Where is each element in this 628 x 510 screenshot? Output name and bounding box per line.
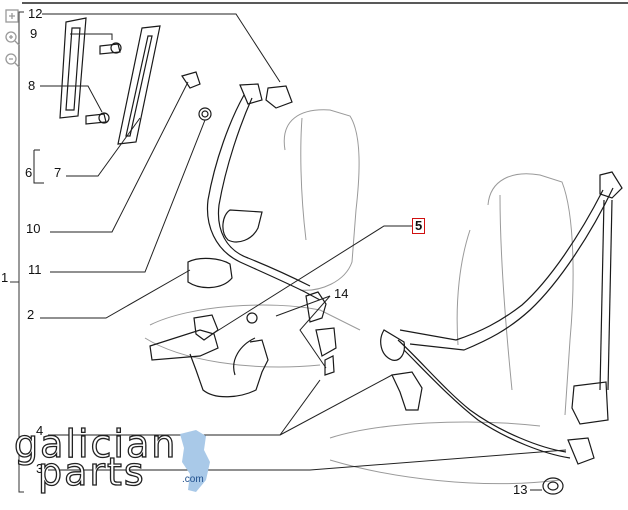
- callout-14[interactable]: 14: [334, 286, 349, 301]
- callout-2[interactable]: 2: [27, 307, 35, 322]
- logo-domain: .com: [182, 474, 204, 485]
- front-seat-outline: [329, 173, 574, 485]
- callout-8[interactable]: 8: [28, 78, 36, 93]
- zoom-out-icon[interactable]: [4, 52, 20, 68]
- galicia-map-shape: [180, 430, 210, 492]
- frame-icon[interactable]: [4, 8, 20, 24]
- callout-1[interactable]: 1: [1, 270, 9, 285]
- callout-11[interactable]: 11: [28, 262, 42, 277]
- callout-5[interactable]: 5: [412, 218, 426, 234]
- rear-seatbelt: [149, 83, 337, 398]
- rear-seat-outline: [144, 109, 361, 368]
- callout-6[interactable]: 6: [25, 165, 33, 180]
- galicianparts-logo: galician parts .com: [10, 421, 215, 498]
- zoom-in-icon[interactable]: [4, 30, 20, 46]
- callout-9[interactable]: 9: [30, 26, 38, 41]
- callout-3[interactable]: 3: [36, 461, 44, 476]
- callout-7[interactable]: 7: [54, 165, 62, 180]
- logo-word-galician: galician: [13, 421, 178, 466]
- anchor-rail-parts: [59, 17, 258, 324]
- front-seatbelt: [380, 171, 623, 495]
- callout-13[interactable]: 13: [513, 482, 528, 497]
- callout-10[interactable]: 10: [26, 221, 41, 236]
- logo-word-parts: parts: [37, 449, 146, 494]
- callout-4[interactable]: 4: [36, 423, 44, 438]
- leader-lines: [33, 13, 567, 491]
- callout-12[interactable]: 12: [28, 6, 43, 21]
